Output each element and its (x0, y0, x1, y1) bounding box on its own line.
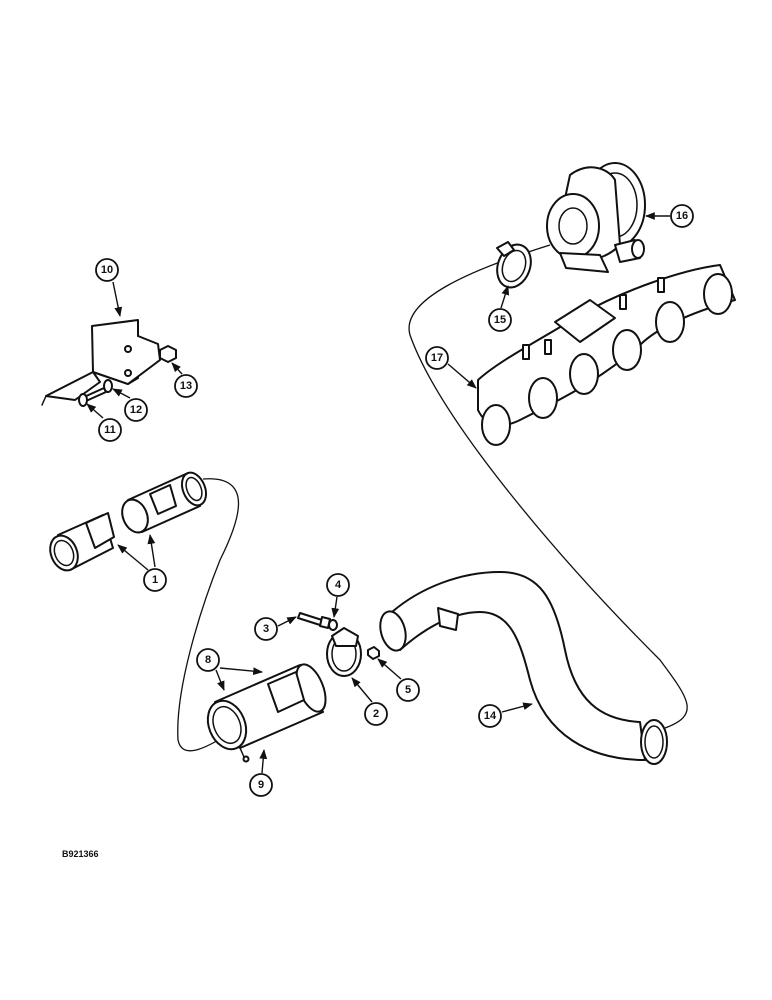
callout-5: 5 (377, 658, 420, 702)
clamp-nut (367, 646, 380, 660)
curved-exhaust-pipe (379, 571, 668, 765)
svg-text:16: 16 (676, 210, 688, 222)
svg-text:11: 11 (104, 424, 116, 436)
callout-15: 15 (488, 285, 512, 332)
callout-1: 1 (117, 534, 167, 592)
clamp-bolt (297, 612, 331, 629)
svg-text:3: 3 (263, 623, 269, 635)
exhaust-manifold (477, 264, 736, 446)
svg-text:17: 17 (431, 352, 443, 364)
svg-text:14: 14 (484, 710, 497, 722)
svg-text:9: 9 (258, 779, 264, 791)
callout-11: 11 (86, 403, 122, 442)
svg-text:1: 1 (152, 574, 158, 586)
turbocharger (546, 162, 646, 273)
bracket-nut (159, 345, 177, 363)
figure-id: B921366 (62, 849, 99, 859)
bracket-washer (103, 379, 113, 393)
svg-text:13: 13 (180, 380, 192, 392)
turbo-vband-clamp (496, 241, 532, 289)
pipe-sleeve-right (121, 471, 208, 534)
assembly-route-lines (177, 244, 688, 752)
callout-10: 10 (95, 258, 123, 317)
callout-4: 4 (326, 573, 350, 618)
svg-text:5: 5 (405, 684, 411, 696)
exhaust-pipe-section (206, 663, 327, 763)
callout-13: 13 (171, 362, 198, 398)
callout-3: 3 (254, 616, 297, 641)
svg-text:8: 8 (205, 654, 211, 666)
pipe-sleeve-left (49, 512, 115, 572)
callout-17: 17 (425, 346, 477, 389)
callout-16: 16 (645, 204, 694, 228)
callout-12: 12 (112, 388, 148, 422)
clamp-washer (328, 619, 338, 631)
heat-shield-bracket (41, 319, 161, 406)
svg-text:15: 15 (494, 314, 506, 326)
callout-9: 9 (249, 749, 273, 797)
callout-14: 14 (478, 702, 533, 728)
band-clamp (326, 627, 362, 677)
svg-text:10: 10 (101, 264, 113, 276)
svg-text:4: 4 (335, 579, 342, 591)
svg-text:2: 2 (373, 708, 379, 720)
callout-8: 8 (196, 648, 263, 691)
callout-2: 2 (351, 677, 388, 726)
svg-text:12: 12 (130, 404, 142, 416)
